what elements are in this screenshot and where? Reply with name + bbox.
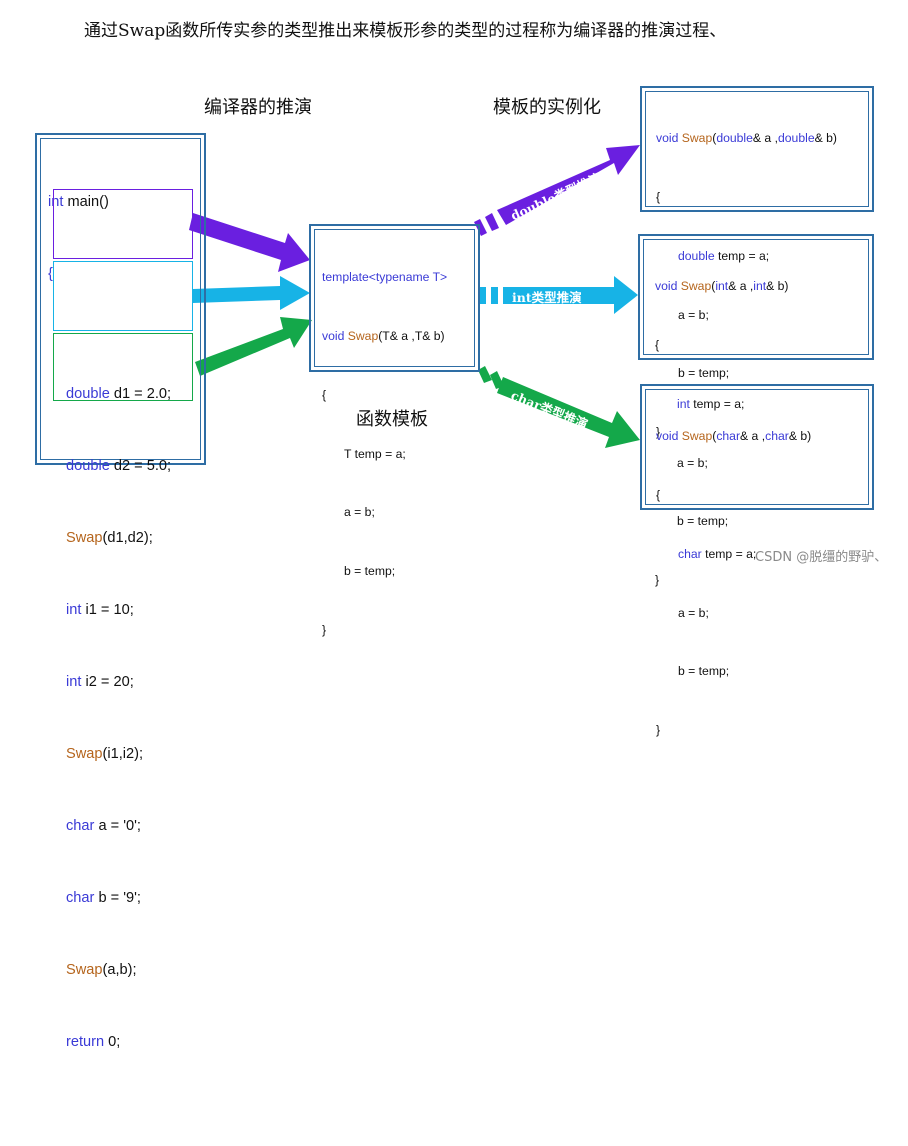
instance-box-int [638,234,874,360]
instance-char-close: } [656,723,661,738]
arrow-int-instance-body [503,276,638,314]
arrow-int-instance-dash2 [491,287,498,304]
instance-int-body-3: b = temp; [677,514,729,529]
instance-double-body-3: b = temp; [678,366,730,381]
arrow-double-instance-dash1 [474,219,487,236]
instance-char-open: { [656,487,661,502]
double-group-lines: double d1 = 2.0; double d2 = 5.0; Swap(d… [48,334,171,1102]
instance-int-body-1: int temp = a; [677,396,745,411]
char-line-3: Swap(a,b); [66,962,137,978]
label-function-template: 函数模板 [356,409,428,430]
instance-box-double [640,86,874,212]
template-box [309,224,480,372]
template-line-4: T temp = a; [344,446,406,461]
instance-double-body-2: a = b; [678,307,709,322]
instance-double-open: { [656,189,661,204]
int-group-box [53,261,193,331]
arrow-double-to-template [189,213,310,272]
arrow-char-to-template [195,317,312,376]
instance-box-char [640,384,874,510]
template-line-2: void Swap(T& a ,T& b) [322,328,445,343]
label-instantiation: 模板的实例化 [493,97,601,118]
arrow-double-instance-dash2 [485,213,499,231]
arrow-char-instance-dash1 [478,366,492,383]
main-open-brace: { [48,266,53,282]
instance-char-body-1: char temp = a; [678,546,757,561]
double-group-box [53,189,193,259]
page-title: 通过Swap函数所传实参的类型推出来模板形参的类型的过程称为编译器的推演过程、 [84,21,727,41]
template-line-1: template<typename T> [322,270,448,285]
int-line-2: int i2 = 20; [66,674,134,690]
instance-double-body-1: double temp = a; [678,248,770,263]
arrow-label-int: int类型推演 [512,290,582,305]
arrows-layer [189,145,640,448]
arrow-double-instance-body [497,145,640,225]
instance-int-body-2: a = b; [677,455,708,470]
instance-double-close: } [656,425,661,440]
template-code: template<typename T> void Swap(T& a ,T& … [322,229,447,660]
instance-char-signature: void Swap(char& a ,char& b) [656,429,812,444]
char-line-1: char a = '0'; [66,818,141,834]
instance-char-body-2: a = b; [678,605,709,620]
template-line-5: a = b; [344,505,375,520]
instance-int-open: { [655,337,660,352]
int-line-3: Swap(i1,i2); [66,746,144,762]
char-line-2: char b = '9'; [66,890,141,906]
double-line-3: Swap(d1,d2); [66,530,153,546]
template-line-3: { [322,387,327,402]
arrow-int-instance-dash1 [479,287,486,304]
label-compiler-deduction: 编译器的推演 [204,97,312,118]
template-line-6: b = temp; [344,564,396,579]
instance-double-signature: void Swap(double& a ,double& b) [656,131,837,146]
return-line: return 0; [66,1034,121,1050]
instance-code-double: void Swap(double& a ,double& b) { double… [656,90,837,462]
instance-char-body-3: b = temp; [678,664,730,679]
instance-code-char: void Swap(char& a ,char& b) { char temp … [656,388,811,760]
arrow-char-instance-body [497,377,640,448]
double-line-1: double d1 = 2.0; [66,386,172,402]
main-code-box [35,133,206,465]
arrow-int-to-template [193,276,310,310]
instance-int-signature: void Swap(int& a ,int& b) [655,279,789,294]
char-group-box [53,333,193,401]
watermark: CSDN @脱缰的野驴、 [755,550,888,565]
int-line-1: int i1 = 10; [66,602,134,618]
template-line-7: } [322,622,327,637]
double-line-2: double d2 = 5.0; [66,458,172,474]
main-signature-line: int main() [48,194,109,210]
